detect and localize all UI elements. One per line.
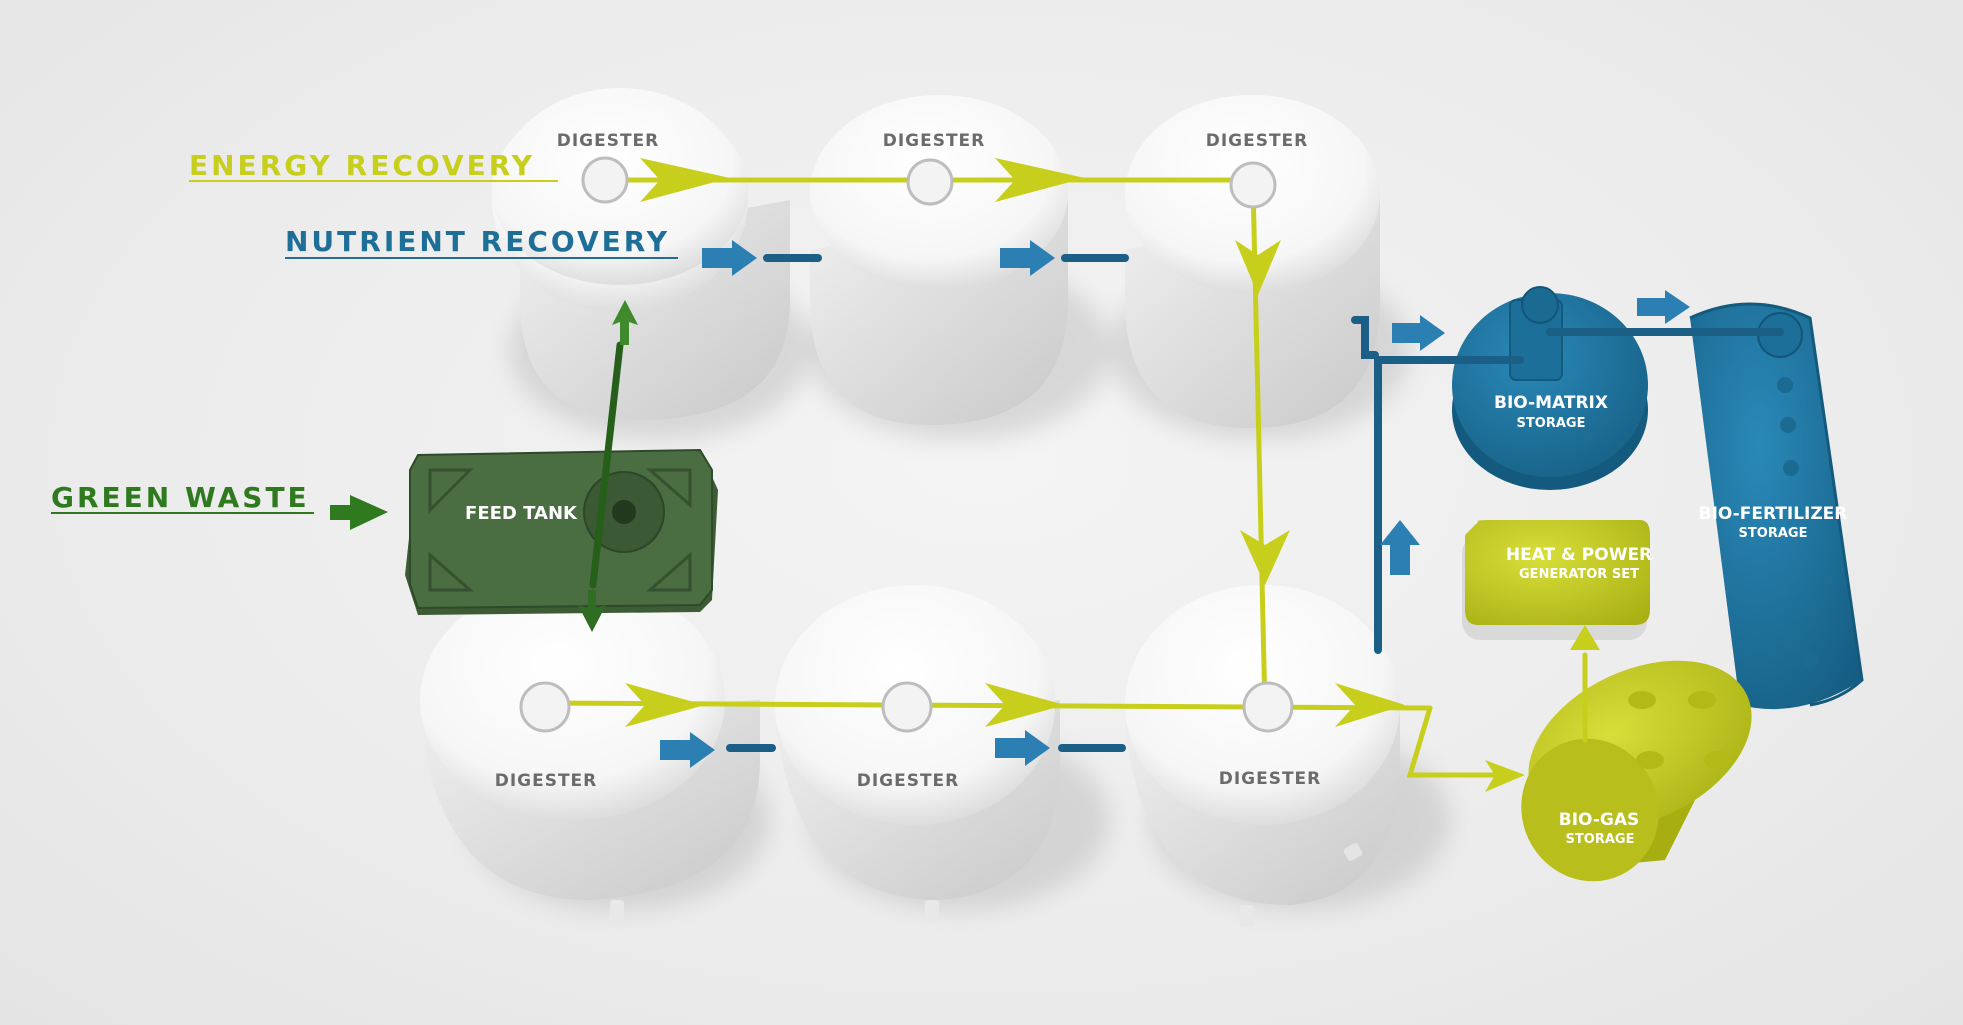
arrow-right-icon (985, 683, 1065, 727)
digester-label: DIGESTER (1219, 769, 1322, 789)
bio-fertilizer-label: BIO-FERTILIZER (1699, 504, 1848, 524)
feed-tank-label: FEED TANK (465, 503, 578, 524)
valve-icon (1242, 681, 1294, 733)
arrow-right-icon (1637, 290, 1690, 324)
arrow-up-icon (1570, 625, 1600, 650)
nutrient-arrows (660, 240, 1690, 768)
green-arrows (330, 300, 638, 632)
arrow-right-icon (1000, 240, 1055, 276)
bio-matrix-sublabel: STORAGE (1517, 416, 1586, 431)
arrow-up-icon (612, 300, 638, 345)
bio-gas-label: BIO-GAS (1559, 810, 1639, 830)
arrow-down-icon (1240, 530, 1290, 585)
arrow-right-icon (1335, 683, 1405, 727)
feed-tank (405, 448, 718, 615)
energy-arrows (625, 158, 1600, 792)
arrow-right-icon (660, 732, 715, 768)
arrow-right-icon (640, 158, 730, 202)
arrow-right-icon (625, 683, 705, 727)
valve-icon (581, 156, 629, 204)
valve-icon (881, 681, 933, 733)
bio-matrix-label: BIO-MATRIX (1494, 393, 1608, 413)
heat-power-generator (1462, 520, 1650, 640)
legend-green-waste: GREEN WASTE (51, 481, 310, 514)
arrow-down-icon (1235, 240, 1281, 295)
arrow-right-icon (1392, 315, 1445, 351)
arrow-right-icon (995, 158, 1085, 202)
bio-fertilizer-sublabel: STORAGE (1739, 526, 1808, 541)
arrow-right-icon (330, 495, 388, 530)
digester-label: DIGESTER (495, 771, 598, 791)
green-pipe (589, 341, 624, 589)
digester-label: DIGESTER (557, 131, 660, 151)
legend-underlines (51, 180, 678, 514)
arrow-down-icon (578, 590, 606, 632)
arrow-right-icon (995, 730, 1050, 766)
arrow-right-icon (702, 240, 757, 276)
legend-nutrient-recovery: NUTRIENT RECOVERY (285, 225, 671, 258)
bio-matrix-tank (1452, 286, 1648, 490)
digester-label: DIGESTER (1206, 131, 1309, 151)
heat-power-sublabel: GENERATOR SET (1519, 567, 1639, 582)
heat-power-label: HEAT & POWER (1506, 545, 1652, 565)
bio-fertilizer-tank (1689, 302, 1864, 710)
valve-icons (519, 156, 1294, 733)
nutrient-pipes (726, 254, 1784, 752)
digester-label: DIGESTER (883, 131, 986, 151)
arrow-right-icon (1485, 760, 1525, 792)
valve-icon (519, 681, 571, 733)
arrow-up-icon (1380, 520, 1420, 575)
digester-label: DIGESTER (857, 771, 960, 791)
valve-icon (906, 158, 954, 206)
bio-gas-tank (1521, 660, 1752, 882)
valve-icon (1229, 161, 1277, 209)
bio-gas-sublabel: STORAGE (1566, 832, 1635, 847)
legend-energy-recovery: ENERGY RECOVERY (189, 149, 536, 182)
